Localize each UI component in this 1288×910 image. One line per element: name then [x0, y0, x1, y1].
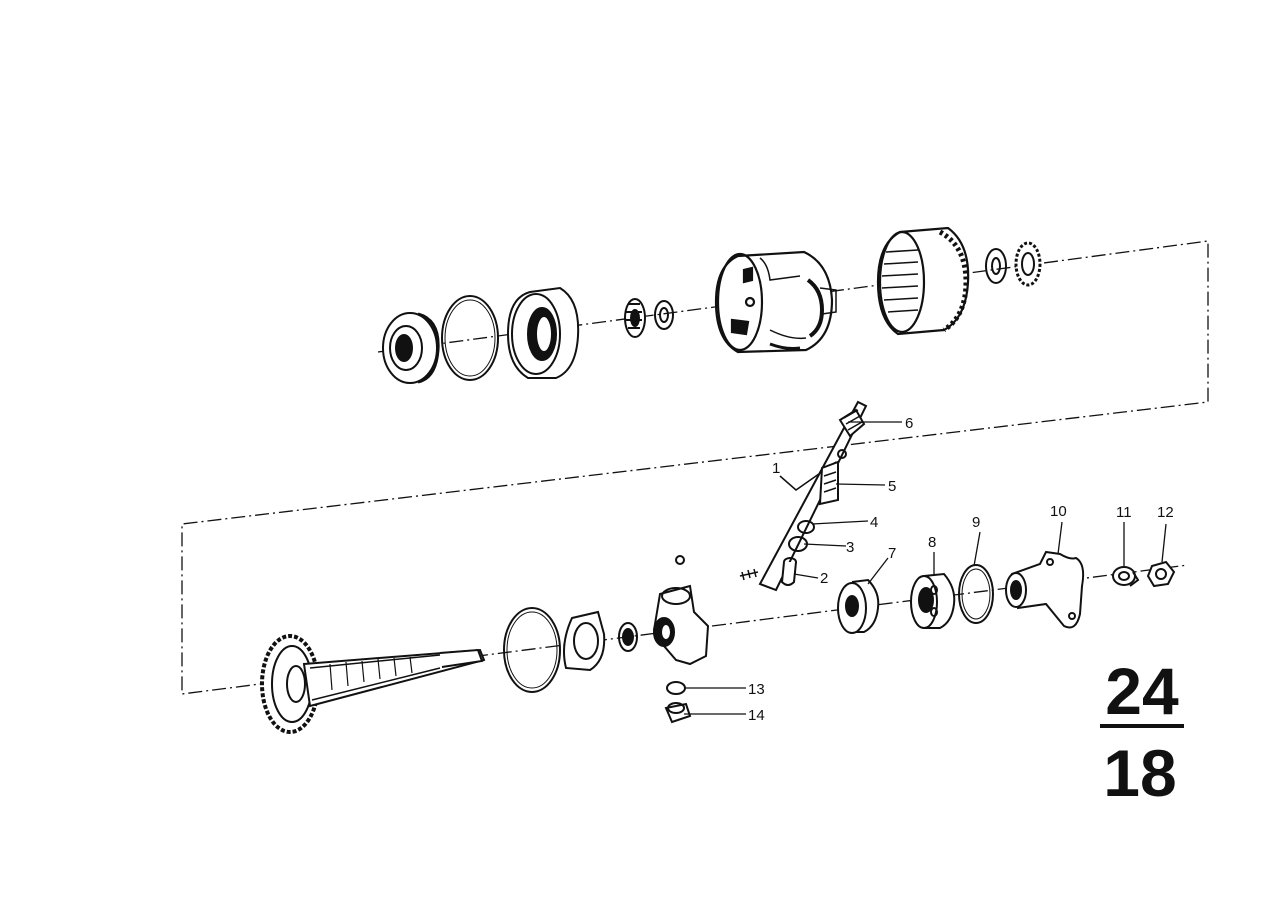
thrust-washer-right	[985, 248, 1007, 284]
ring-gear	[876, 226, 970, 336]
callout-14: 14	[748, 707, 765, 724]
valve-assembly	[739, 400, 868, 592]
callout-10: 10	[1050, 503, 1067, 520]
needle-thrust-bearing	[1014, 241, 1042, 287]
large-snap-ring	[503, 607, 561, 693]
thrust-washer	[654, 300, 674, 330]
part-7-bearing	[837, 578, 880, 634]
part-10-flange	[1005, 550, 1085, 629]
callout-9: 9	[972, 514, 980, 531]
callout-8: 8	[928, 534, 936, 551]
callout-2: 2	[820, 570, 828, 587]
upper-assembly-row	[382, 226, 1042, 384]
section-number: 24 18	[1100, 654, 1184, 810]
part-2-pin	[780, 557, 797, 586]
callout-11: 11	[1116, 504, 1132, 521]
callout-4: 4	[870, 514, 878, 531]
callout-12: 12	[1157, 504, 1174, 521]
governor-housing	[652, 555, 710, 666]
callout-3: 3	[846, 539, 854, 556]
part-5-spring	[818, 460, 839, 506]
needle-bearing	[624, 298, 646, 338]
snap-ring-large	[441, 295, 499, 381]
section-group-number: 24	[1105, 654, 1179, 728]
lower-assembly-row	[260, 550, 1176, 734]
part-11-nut	[1112, 566, 1140, 587]
part-12-lock-nut	[1146, 560, 1176, 588]
bearing-cup	[506, 286, 580, 379]
small-ring	[618, 622, 638, 652]
output-shaft-gear	[260, 634, 486, 734]
callout-6: 6	[905, 415, 913, 432]
part-9-snap-ring	[958, 564, 994, 624]
callout-7: 7	[888, 545, 896, 562]
callout-1: 1	[772, 460, 780, 477]
part-6-plug	[837, 408, 866, 459]
part-14-bolt	[664, 702, 692, 724]
callout-13: 13	[748, 681, 765, 698]
callout-5: 5	[888, 478, 896, 495]
part-8-ball-bearing	[910, 572, 956, 629]
section-sheet-number: 18	[1103, 736, 1176, 810]
callout-leaders	[684, 421, 1167, 715]
bearing-seal	[382, 312, 440, 384]
callout-labels: 1 2 3 4 5 6 7 8 9 10 11 12 13 14	[748, 415, 1174, 724]
part-4-ball	[797, 520, 815, 534]
part-13-washer	[666, 681, 686, 695]
planet-carrier-drum	[714, 250, 837, 354]
lock-washer	[563, 610, 606, 672]
